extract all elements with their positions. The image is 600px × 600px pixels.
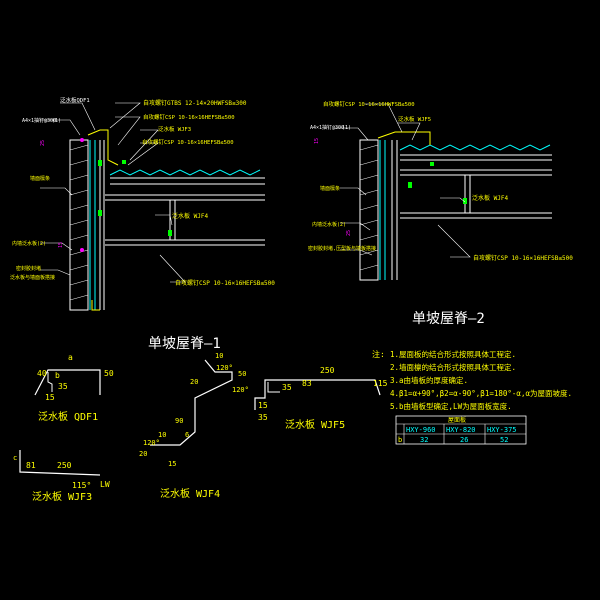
wjf3-250: 250 [57, 461, 72, 470]
wjf3-c: c [13, 454, 17, 462]
wjf5-250: 250 [320, 366, 335, 375]
wjf4-10: 10 [215, 352, 223, 360]
wjf4-6: 6 [185, 431, 189, 439]
roof-panel [109, 169, 261, 176]
spec-table: 屋面板 b HXY-960 HXY-820 HXY-375 32 26 52 [395, 415, 527, 445]
wjf3-label: 泛水板 WJF3 [32, 490, 92, 503]
table-val-1: 32 [420, 436, 428, 444]
table-val-2: 26 [460, 436, 468, 444]
detail-2-title: 单坡屋脊—2 [412, 311, 485, 327]
wjf5-label: 泛水板 WJF5 [285, 418, 345, 431]
notes-prefix: 注: [372, 349, 385, 359]
profile-wjf5: 250 35 83 115 15 35 泛水板 WJF5 [254, 366, 388, 431]
d2-label-screw-bottom: 自攻螺钉CSP 10-16×16HEFSB≤500 [473, 254, 573, 262]
d1-left-label-5: 泛水板与墙面板搭接 [10, 274, 55, 281]
qdf1-a: a [68, 353, 73, 362]
qdf1-label: 泛水板 QDF1 [38, 410, 98, 423]
wjf5-115: 115 [373, 379, 388, 388]
wjf5-15: 15 [258, 401, 268, 410]
d1-label-qdf1: 泛水板QDF1 [60, 96, 90, 104]
d1-label-wjf3: 泛水板 WJF3 [158, 125, 191, 133]
d2-dim-25: 25 [346, 230, 352, 236]
qdf1-50: 50 [104, 369, 114, 378]
wjf4-label: 泛水板 WJF4 [160, 487, 220, 500]
d2-label-a4-circle: (1) [342, 125, 351, 131]
table-val-3: 52 [500, 436, 508, 444]
table-col-2: HXY-820 [446, 426, 476, 434]
d1-left-label-2: 墙面檩条 [30, 175, 50, 182]
qdf1-15: 15 [45, 393, 55, 402]
d2-label-inner: 内墙泛水板(2) [312, 221, 346, 228]
d2-label-wjf4: 泛水板 WJF4 [472, 194, 508, 202]
wjf5-83: 83 [302, 379, 312, 388]
qdf1-40: 40 [37, 369, 47, 378]
d1-dim-15: 15 [58, 242, 64, 248]
d2-label-side: 墙面檩条 [320, 185, 340, 192]
wjf3-81: 81 [26, 461, 36, 470]
qdf1-35: 35 [58, 382, 68, 391]
wjf3-lw: LW [100, 480, 110, 489]
d1-label-screw-csp2: 自攻螺钉CSP 10-16×16HEFSB≤500 [142, 138, 234, 146]
wjf4-10b: 10 [158, 431, 166, 439]
notes: 注: 1.屋面板的结合形式按照具体工程定. 2.墙面檩的结合形式按照具体工程定.… [372, 349, 572, 411]
wjf4-20: 20 [190, 378, 198, 386]
d2-label-wjf5: 泛水板 WJF5 [398, 115, 431, 123]
flashing-qdf1 [87, 129, 119, 166]
wjf4-15: 15 [168, 460, 176, 468]
d1-left-label-1: A4×1抽钉@300 [22, 117, 56, 124]
d1-label-screw-mid: 自攻螺钉CSP 10-16×16HEFSB≤500 [143, 113, 235, 121]
screws [98, 160, 172, 236]
wjf3-115: 115° [72, 481, 91, 490]
d2-label-seal: 密封胶封堵,压型板与墙板搭接 [308, 245, 376, 252]
table-row-label: b [398, 436, 402, 444]
d1-label-screw-top: 自攻螺钉GTBS 12-14×20HWFSB≤300 [143, 99, 247, 107]
wall-hatch [69, 144, 89, 301]
d1-dim-25: 25 [40, 140, 46, 146]
qdf1-b: b [55, 371, 60, 380]
note-line-4: 4.β1=α+90°,β2=α-90°,β1=180°-α,α为屋面坡度. [390, 388, 572, 398]
wjf4-20b: 20 [139, 450, 147, 458]
wjf5-35b: 35 [258, 413, 268, 422]
note-line-3: 3.a由墙板的厚度确定. [390, 375, 468, 385]
wjf4-90: 90 [175, 417, 183, 425]
detail-1: 泛水板QDF1 自攻螺钉GTBS 12-14×20HWFSB≤300 自攻螺钉C… [10, 96, 275, 352]
d1-label-wjf4: 泛水板 WJF4 [172, 212, 208, 220]
wjf4-120c: 120° [143, 439, 160, 447]
profile-qdf1: a 40 b 35 15 50 泛水板 QDF1 [34, 353, 114, 423]
note-line-2: 2.墙面檩的结合形式按照具体工程定. [390, 362, 516, 372]
d1-label-screw-bottom: 自攻螺钉CSP 10-16×16HEFSB≤500 [175, 279, 275, 287]
wjf4-50: 50 [238, 370, 246, 378]
table-header: 屋面板 [448, 416, 466, 424]
d1-left-label-3: 内墙泛水板(2) [12, 240, 46, 247]
leaders-1 [40, 102, 186, 283]
d2-dim-15: 15 [314, 138, 320, 144]
wjf4-120a: 120° [216, 364, 233, 372]
d2-label-screw-top: 自攻螺钉CSP 10-16×16HWFSB≤500 [323, 100, 415, 108]
profile-wjf4: 10 120° 50 20 120° 90 6 10 120° 20 15 泛水… [139, 352, 249, 500]
d1-left-circle-1: (1) [52, 118, 61, 124]
note-line-1: 1.屋面板的结合形式按照具体工程定. [390, 349, 516, 359]
profile-wjf3: c 81 250 115° LW 泛水板 WJF3 [13, 450, 110, 503]
wjf5-35: 35 [282, 383, 292, 392]
detail-1-title: 单坡屋脊—1 [148, 336, 221, 352]
note-line-5: 5.b由墙板型确定,LW为屋面板宽度. [390, 401, 512, 411]
d2-label-a4: A4×1抽钉@300 [310, 124, 344, 131]
table-col-3: HXY-375 [487, 426, 517, 434]
wjf4-120b: 120° [232, 386, 249, 394]
d1-left-label-4: 密封胶封堵 [16, 265, 41, 272]
detail-2: 自攻螺钉CSP 10-16×16HWFSB≤500 A4×1抽钉@300 (1)… [308, 100, 573, 327]
table-col-1: HXY-960 [406, 426, 436, 434]
